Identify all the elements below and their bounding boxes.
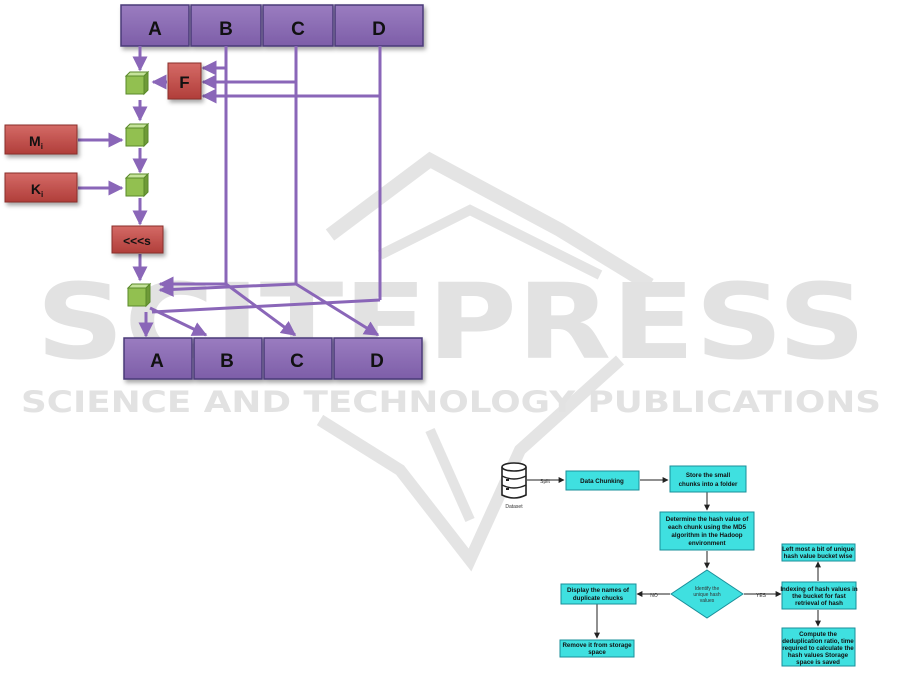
arrow-out-to-b [149,306,208,337]
store-chunks-box [669,465,747,493]
bottom-register-d [333,337,423,380]
bottom-register-b [193,337,263,380]
top-register-c [262,4,334,47]
compute-box [781,627,856,667]
add-cube-3 [124,172,150,198]
no-label: NO [650,593,658,599]
leftmost-bit-text-1: Left most a bit of unique [782,546,854,553]
leftmost-bit-box [781,543,856,562]
add-cube-1 [124,70,150,96]
dataset-label: Dataset [505,504,523,510]
store-chunks-text-2: chunks into a folder [679,481,738,488]
top-register-a-label: A [148,19,162,40]
store-chunks-text-1: Store the small [686,472,731,479]
compute-text-2: deduplication ratio, time [782,638,854,645]
bottom-register-a [123,337,193,380]
shift-box [111,225,164,254]
m-input-box [4,124,78,155]
determine-hash-box [659,511,755,551]
shift-label: <<<s [123,234,151,248]
arrow-c-to-f [201,46,298,90]
watermark: SCITEPRESS SCIENCE AND TECHNOLOGY PUBLIC… [21,151,881,572]
indexing-text-1: Indexing of hash values in [780,586,858,593]
k-input-letter: K [31,181,41,197]
remove-storage-box [559,639,635,658]
split-label: Split [540,479,550,485]
top-register-b-label: B [219,19,233,40]
identify-unique-diamond [670,569,744,619]
data-chunking-box [565,470,640,491]
database-icon [501,462,527,499]
m-input-subscript: i [41,142,43,151]
top-register-d-label: D [372,19,386,40]
m-input-letter: M [29,133,41,149]
md5-diagram: A B C D A B C D [4,4,424,380]
add-cube-4 [126,282,152,308]
determine-hash-text-4: environment [688,540,725,547]
dedup-flowchart: Dataset Split NO YES Data Chunking Store… [501,462,858,667]
arrow-out-to-d [295,282,380,337]
top-register-b [190,4,262,47]
line-d-cross [151,298,381,314]
leftmost-bit-text-2: hash value bucket wise [784,553,853,560]
display-duplicates-text-1: Display the names of [567,587,630,594]
top-register-c-label: C [291,19,305,40]
identify-unique-text-3: values [700,598,715,604]
top-register-bar [120,4,424,47]
md5-connectors [78,46,382,338]
k-input-label: Ki [31,181,43,199]
data-chunking-text: Data Chunking [580,478,624,485]
display-duplicates-box [560,583,637,605]
display-duplicates-text-2: duplicate chucks [573,595,624,602]
determine-hash-text-3: algorithm in the Hadoop [671,532,742,539]
determine-hash-text-1: Determine the hash value of [666,516,749,523]
addition-cubes [124,70,152,308]
f-function-box [167,62,202,100]
compute-text-1: Compute the [799,631,837,638]
top-register-d [334,4,424,47]
yes-label: YES [756,593,767,599]
bottom-register-d-label: D [370,351,384,372]
compute-text-5: space is saved [796,659,840,666]
remove-storage-text-1: Remove it from storage [562,642,632,649]
m-input-label: Mi [29,133,43,151]
bottom-register-c [263,337,333,380]
compute-text-3: required to calculate the [782,645,854,652]
top-register-a [120,4,190,47]
add-cube-2 [124,122,150,148]
compute-text-4: hash values Storage [788,652,849,659]
arrow-out-to-c [225,282,297,337]
indexing-text-3: retrieval of hash [795,600,843,607]
arrow-d-to-f [201,46,382,104]
bottom-register-b-label: B [220,351,234,372]
indexing-box [781,581,857,610]
bottom-register-c-label: C [290,351,304,372]
flow-arrows [527,477,821,639]
remove-storage-text-2: space [588,649,606,656]
identify-unique-text-1: Identify the [695,586,720,592]
f-function-label: F [179,73,189,92]
determine-hash-text-2: each chunk using the MD5 [668,524,747,531]
identify-unique-text-2: unique hash [693,592,720,598]
k-input-subscript: i [41,190,43,199]
bottom-register-bar [123,337,423,380]
k-input-box [4,172,78,203]
watermark-sub-text: SCIENCE AND TECHNOLOGY PUBLICATIONS [21,385,881,419]
bottom-register-a-label: A [150,351,164,372]
indexing-text-2: the bucket for fast [792,593,846,600]
